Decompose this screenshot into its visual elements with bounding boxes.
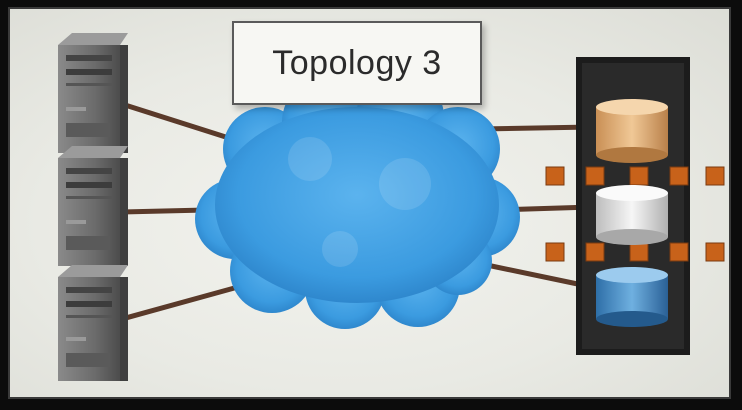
- database-tan-icon: [596, 99, 668, 163]
- server-group: [58, 33, 128, 381]
- diagram-title: Topology 3: [272, 43, 442, 82]
- node-icons: [545, 166, 725, 262]
- server-links: [121, 101, 239, 322]
- link-server-3: [121, 284, 239, 322]
- server-icon: [58, 33, 128, 153]
- link-server-2: [121, 207, 207, 215]
- cloud-icon: [195, 73, 520, 329]
- database-white-icon: [596, 185, 668, 245]
- topology-diagram: [58, 33, 725, 381]
- link-server-1: [121, 101, 233, 142]
- server-icon: [58, 265, 128, 381]
- diagram-frame: Topology 3: [8, 7, 731, 399]
- server-icon: [58, 146, 128, 266]
- title-box: Topology 3: [232, 21, 482, 105]
- link-storage-1: [479, 124, 593, 132]
- link-storage-3: [481, 261, 593, 290]
- database-blue-icon: [596, 267, 668, 327]
- storage-rack-icon: [545, 57, 725, 355]
